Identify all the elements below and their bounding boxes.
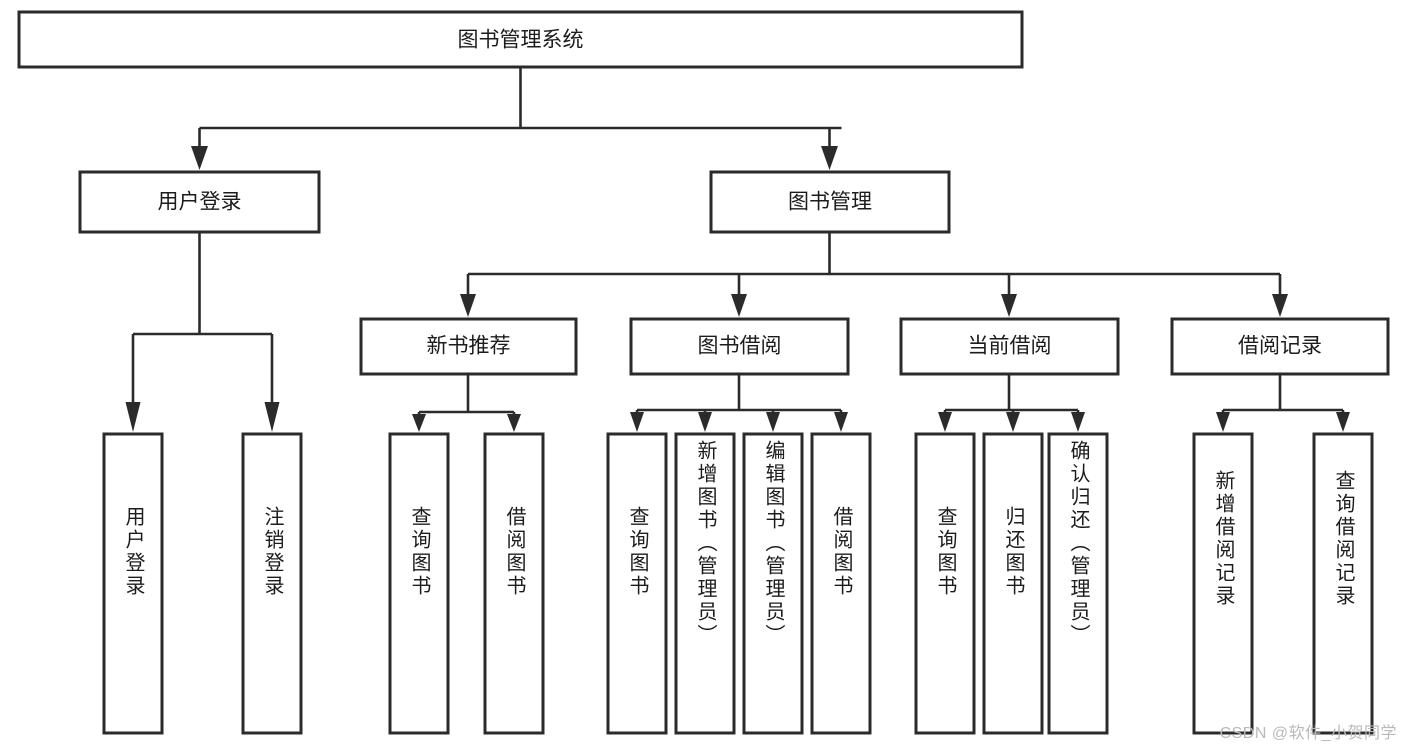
node-box-current-borrow[interactable] — [899, 317, 1120, 376]
arrowhead-newbook-borrow — [507, 414, 521, 432]
arrowhead-borrow-record — [1272, 294, 1288, 317]
arrowhead-bb-borrow — [834, 412, 848, 432]
leaf-box-borrow-book-bb[interactable] — [810, 432, 872, 735]
boxes-layer: 图书管理系统 用户登录 图书管理 新书推荐 图书借阅 当前借阅 借阅记录 — [17, 10, 1390, 735]
arrowhead-book-mgmt — [821, 146, 838, 170]
arrowhead-bb-query — [630, 412, 644, 432]
arrowhead-cb-return — [1006, 412, 1020, 432]
leaf-box-borrow-book-nbr[interactable] — [483, 432, 545, 735]
node-label-root: 图书管理系统 — [458, 29, 584, 52]
arrowhead-leaf-user-login — [125, 402, 141, 432]
leaf-box-query-book-nbr[interactable] — [388, 432, 450, 735]
arrowhead-bb-edit — [766, 412, 780, 432]
arrowhead-user-login — [191, 146, 208, 170]
node-box-user-login[interactable] — [78, 170, 321, 234]
node-box-book-borrow[interactable] — [629, 317, 850, 376]
leaf-box-add-book-admin[interactable] — [674, 432, 736, 735]
node-box-borrow-record[interactable] — [1170, 317, 1390, 376]
arrowhead-current-borrow — [1001, 294, 1017, 317]
node-label-book-borrow: 图书借阅 — [698, 335, 782, 358]
node-box-new-book-recommend[interactable] — [359, 317, 578, 376]
leaf-box-return-book[interactable] — [982, 432, 1044, 735]
connectors-layer — [125, 67, 1350, 432]
leaf-box-add-borrow-record[interactable] — [1192, 432, 1254, 735]
csdn-watermark: CSDN @软件_小贺同学 — [1219, 725, 1397, 742]
arrowhead-br-add — [1216, 412, 1230, 432]
leaf-box-query-book-bb[interactable] — [606, 432, 668, 735]
leaf-box-edit-book-admin[interactable] — [742, 432, 804, 735]
leaf-box-user-login[interactable] — [102, 432, 164, 735]
arrowhead-new-book-rec — [460, 294, 476, 317]
leaf-box-logout[interactable] — [241, 432, 303, 735]
node-box-root[interactable] — [17, 10, 1024, 69]
node-label-book-management: 图书管理 — [788, 191, 872, 214]
leaf-box-query-book-cb[interactable] — [914, 432, 976, 735]
leaf-box-query-borrow-record[interactable] — [1312, 432, 1374, 735]
arrowhead-newbook-query — [412, 414, 426, 432]
node-label-borrow-record: 借阅记录 — [1238, 335, 1322, 358]
arrowhead-leaf-logout — [264, 402, 280, 432]
leaf-box-confirm-return-admin[interactable] — [1047, 432, 1109, 735]
node-label-new-book-recommend: 新书推荐 — [427, 335, 511, 358]
arrowhead-cb-query — [938, 412, 952, 432]
node-label-current-borrow: 当前借阅 — [968, 335, 1052, 358]
arrowhead-br-query — [1336, 412, 1350, 432]
arrowhead-cb-confirm — [1071, 412, 1085, 432]
arrowhead-bb-add — [698, 412, 712, 432]
arrowhead-book-borrow — [731, 294, 747, 317]
node-label-user-login: 用户登录 — [158, 191, 242, 214]
node-box-book-management[interactable] — [709, 170, 951, 234]
